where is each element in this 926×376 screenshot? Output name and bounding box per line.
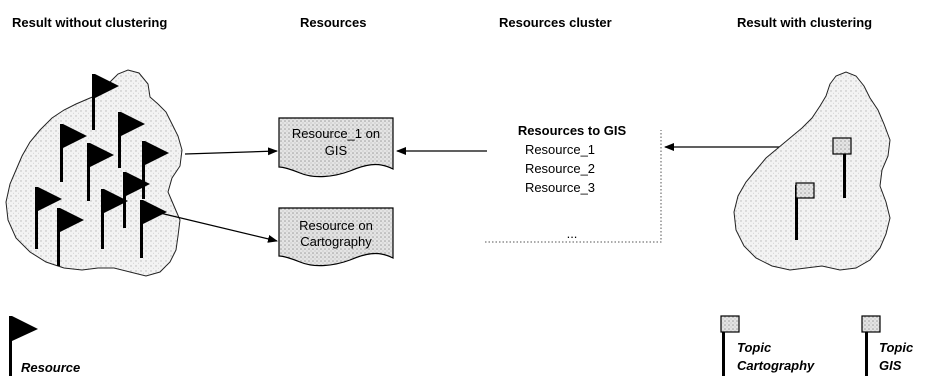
- topic-gis-flag-icon: [861, 315, 881, 376]
- topic-gis-flag-icon: [832, 137, 852, 198]
- resource-flag-icon: [87, 143, 114, 201]
- document-resource-cartography: [278, 207, 394, 267]
- resource-flag-icon: [9, 316, 38, 376]
- document-gis-line2: GIS: [325, 143, 348, 158]
- legend-topic-gis: Topic GIS: [861, 315, 914, 376]
- legend-topic-cartography-line2: Cartography: [737, 358, 815, 373]
- cluster-item: Resource_2: [525, 161, 595, 176]
- header-result-with-clustering: Result with clustering: [737, 15, 872, 30]
- legend-resource: Resource: [9, 316, 80, 376]
- legend-topic-cartography: Topic Cartography: [720, 315, 815, 376]
- topic-cartography-flag-icon: [720, 315, 740, 376]
- cluster-ellipsis: ...: [567, 226, 578, 241]
- document-cartography-line1: Resource on: [299, 218, 373, 233]
- resource-flag-icon: [140, 200, 167, 258]
- document-cartography-line2: Cartography: [300, 234, 372, 249]
- legend-resource-label: Resource: [21, 360, 80, 375]
- topic-cartography-flag-icon: [795, 182, 815, 240]
- resource-flag-icon: [60, 124, 87, 182]
- map-right: [733, 71, 891, 271]
- arrow-map-to-gis: [184, 147, 278, 156]
- header-result-without-clustering: Result without clustering: [12, 15, 167, 30]
- header-resources: Resources: [300, 15, 366, 30]
- cluster-title: Resources to GIS: [518, 123, 627, 138]
- cluster-item: Resource_3: [525, 180, 595, 195]
- resource-flag-icon: [92, 74, 119, 130]
- arrow-map-to-cartography: [159, 212, 278, 243]
- resource-flag-icon: [142, 141, 169, 199]
- document-gis-line1: Resource_1 on: [292, 126, 380, 141]
- resource-flag-icon: [101, 189, 128, 249]
- header-resources-cluster: Resources cluster: [499, 15, 612, 30]
- cluster-item: Resource_1: [525, 142, 595, 157]
- legend-topic-cartography-line1: Topic: [737, 340, 772, 355]
- document-resource-gis: [278, 117, 394, 178]
- resource-flags: [35, 74, 169, 266]
- legend-topic-gis-line1: Topic: [879, 340, 914, 355]
- resource-flag-icon: [57, 208, 84, 266]
- resource-flag-icon: [35, 187, 62, 249]
- cluster-bracket: [485, 130, 662, 243]
- legend-topic-gis-line2: GIS: [879, 358, 902, 373]
- resource-flag-icon: [118, 112, 145, 168]
